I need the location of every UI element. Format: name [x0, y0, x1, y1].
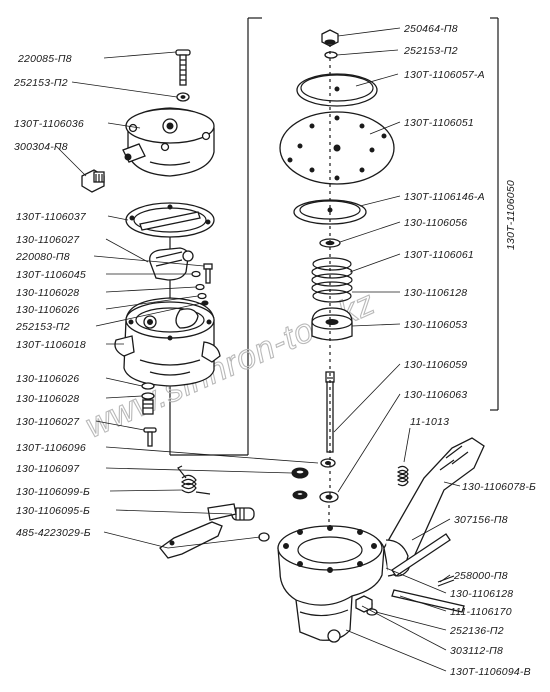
spring-washer-top: [324, 51, 338, 59]
pump-arm: [383, 437, 485, 577]
spring-washer-left: [176, 92, 190, 102]
housing-bolts: [355, 595, 378, 616]
part-label: 130Т-1106018: [16, 339, 86, 351]
priming-lever: [159, 503, 237, 559]
part-label: 130-1106053: [404, 319, 467, 331]
part-label: 220085-П8: [17, 53, 72, 65]
part-label: 130-1106027: [16, 234, 80, 246]
part-label: 130-1106056: [404, 217, 467, 229]
pump-cover: [122, 107, 215, 177]
spring-cup: [311, 307, 353, 341]
part-label: 252136-П2: [449, 625, 504, 637]
gland-washer-2: [292, 490, 308, 500]
assembly-bracket-right: [247, 17, 499, 411]
cotter-pin: [437, 575, 455, 587]
pull-rod: [325, 371, 335, 453]
part-label: 130-1106095-Б: [16, 505, 90, 517]
gland-washer: [291, 467, 309, 479]
part-label: 303112-П8: [450, 645, 503, 657]
nut-top: [321, 29, 339, 47]
part-label: 258000-П8: [453, 570, 508, 582]
diaphragm: [279, 111, 395, 185]
part-label: 252153-П2: [13, 77, 68, 89]
part-label: 307156-П8: [454, 514, 508, 526]
arm-pin: [391, 589, 465, 613]
arm-axle: [391, 533, 451, 577]
part-labels-left: 220085-П8 252153-П2 130Т-1106036 300304-…: [13, 53, 91, 539]
part-label: 220080-П8: [15, 251, 70, 263]
assembly-label: 130Т-1106050: [505, 180, 517, 250]
lever-spring: [177, 465, 211, 495]
part-label: 130Т-1106045: [16, 269, 86, 281]
retaining-ring: [258, 532, 270, 542]
rod-washer-upper: [320, 458, 336, 468]
part-label: 130-1106078-Б: [462, 481, 536, 493]
part-label: 130Т-1106037: [16, 211, 87, 223]
part-label: 130Т-1106096: [16, 442, 86, 454]
part-label: 252153-П2: [403, 45, 458, 57]
part-label: 130-1106028: [16, 393, 79, 405]
rod-washer-lower: [319, 491, 339, 503]
valve-housing-small: [149, 247, 194, 281]
part-label: 130-1106097: [16, 463, 80, 475]
part-label: 300304-П8: [14, 141, 68, 153]
part-label: 130-1106026: [16, 304, 79, 316]
part-label: 130-1106128: [404, 287, 467, 299]
leader-lines: [55, 27, 461, 672]
drain-plug: [81, 169, 105, 193]
part-label: 130-1106063: [404, 389, 467, 401]
part-label: 130Т-1106057-А: [404, 69, 485, 81]
part-label: 130Т-1106094-В: [450, 666, 531, 678]
valve-plate: [125, 202, 215, 238]
valve-bolt: [203, 263, 213, 284]
pump-body: [114, 297, 221, 387]
part-label: 111-1106170: [450, 606, 512, 618]
part-label: 11-1013: [410, 416, 449, 428]
part-label: 130Т-1106036: [14, 118, 84, 130]
lower-housing: [277, 525, 385, 643]
part-label: 130-1106099-Б: [16, 486, 90, 498]
diaphragm-spring: [311, 257, 353, 303]
part-label: 485-4223029-Б: [16, 527, 91, 539]
part-label: 252153-П2: [15, 321, 70, 333]
part-label: 130-1106059: [404, 359, 467, 371]
part-label: 130-1106128: [450, 588, 513, 600]
part-labels-right: 250464-П8 252153-П2 130Т-1106057-А 130Т-…: [403, 23, 536, 678]
arm-return-spring: [396, 465, 409, 487]
part-label: 250464-П8: [403, 23, 458, 35]
screw-top-left: [175, 49, 191, 86]
part-label: 130Т-1106061: [404, 249, 474, 261]
outer-cup-washer: [296, 73, 378, 107]
part-label: 130Т-1106051: [404, 117, 474, 129]
part-label: 130-1106026: [16, 373, 79, 385]
part-label: 130-1106028: [16, 287, 79, 299]
part-label: 130Т-1106146-А: [404, 191, 485, 203]
part-label: 130-1106027: [16, 416, 80, 428]
lower-valve-stack: [141, 382, 157, 447]
